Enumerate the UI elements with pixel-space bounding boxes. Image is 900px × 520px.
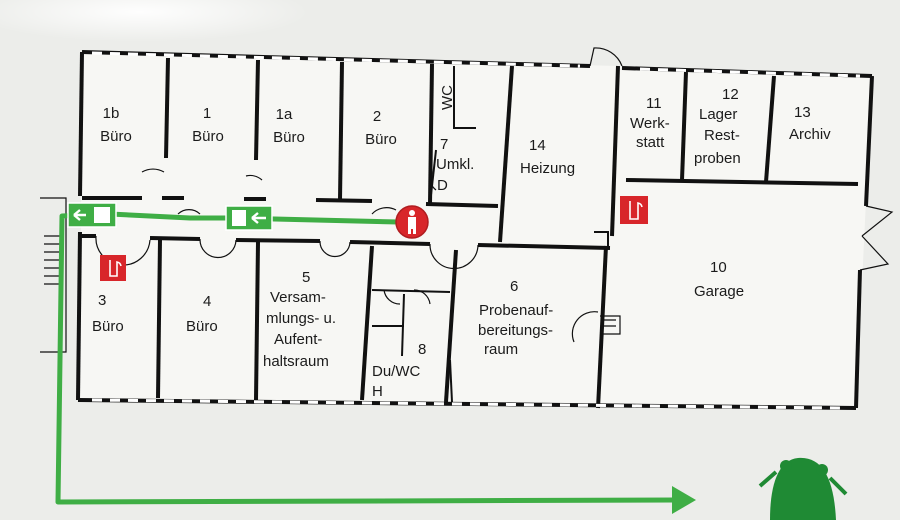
room-label-line: Büro (92, 318, 124, 335)
room-label-line: 2 (373, 108, 381, 125)
room-label-line: D (437, 177, 448, 194)
room-label-line: 8 (418, 341, 426, 358)
room-label-line: 14 (529, 137, 546, 154)
room-label-line: 3 (98, 292, 106, 309)
room-label-line: Lager (699, 106, 737, 123)
room-label-line: Du/WC (372, 363, 421, 380)
room-label-line: Probenauf- (479, 302, 553, 319)
room-label-line: Versam- (270, 289, 326, 306)
room-label-line: 5 (302, 269, 310, 286)
room-12: 12 Lager Rest- proben (694, 86, 741, 167)
wc-label: WC (439, 85, 456, 110)
fire-extinguisher-icon (620, 196, 648, 224)
room-3: 3 Büro (92, 292, 124, 335)
room-label-line: proben (694, 150, 741, 167)
room-label-line: Umkl. (436, 156, 474, 173)
room-label-line: 1b (103, 105, 120, 122)
room-label-line: bereitungs- (478, 322, 553, 339)
room-label-line: mlungs- u. (266, 310, 336, 327)
room-label-line: Büro (100, 128, 132, 145)
windows (91, 51, 861, 410)
inner-walls (80, 57, 859, 403)
room-label-line: statt (636, 134, 665, 151)
room-11: 11 Werk- statt (630, 95, 670, 151)
room-label-line: Garage (694, 283, 744, 300)
room-1: 1 Büro (192, 105, 224, 145)
room-label-line: 13 (794, 104, 811, 121)
room-label-line: 11 (646, 95, 662, 112)
exit-sign-icon (67, 202, 117, 228)
route-arrow-icon (672, 486, 696, 514)
glare (0, 0, 310, 42)
room-8: 8 Du/WC H (372, 341, 426, 400)
room-label-line: 10 (710, 259, 727, 276)
exit-sign-icon (225, 205, 273, 231)
you-are-here-icon (395, 205, 429, 239)
assembly-point-icon (758, 457, 848, 520)
room-label-line: 4 (203, 293, 211, 310)
room-label-line: H (372, 383, 383, 400)
room-label-line: 1 (203, 105, 211, 122)
room-label-line: Büro (365, 131, 397, 148)
room-label-line: Büro (273, 129, 305, 146)
room-label-line: Aufent- (274, 331, 322, 348)
room-label-line: raum (484, 341, 518, 358)
room-10: 10 Garage (694, 259, 744, 300)
room-label-line: Rest- (704, 127, 740, 144)
room-label-line: haltsraum (263, 353, 329, 370)
room-7: WC 7 Umkl. D (436, 85, 474, 194)
room-14: 14 Heizung (520, 137, 575, 177)
room-2: 2 Büro (365, 108, 397, 148)
room-label-line: Büro (186, 318, 218, 335)
stairs-icon (40, 197, 621, 353)
room-1b: 1b Büro (100, 105, 132, 145)
room-5: 5 Versam- mlungs- u. Aufent- haltsraum (263, 269, 336, 370)
room-label-line: 12 (722, 86, 739, 103)
room-label-line: 7 (440, 136, 448, 153)
room-label-line: Werk- (630, 115, 670, 132)
fire-extinguisher-icon (100, 255, 126, 281)
room-4: 4 Büro (186, 293, 218, 335)
room-label-line: Heizung (520, 160, 575, 177)
room-label-line: 6 (510, 278, 518, 295)
building-floor (80, 52, 872, 408)
room-13: 13 Archiv (789, 104, 831, 143)
room-6: 6 Probenauf- bereitungs- raum (478, 278, 553, 358)
room-label-line: Archiv (789, 126, 831, 143)
room-label-line: Büro (192, 128, 224, 145)
room-1a: 1a Büro (273, 106, 305, 146)
room-label-line: 1a (276, 106, 293, 123)
